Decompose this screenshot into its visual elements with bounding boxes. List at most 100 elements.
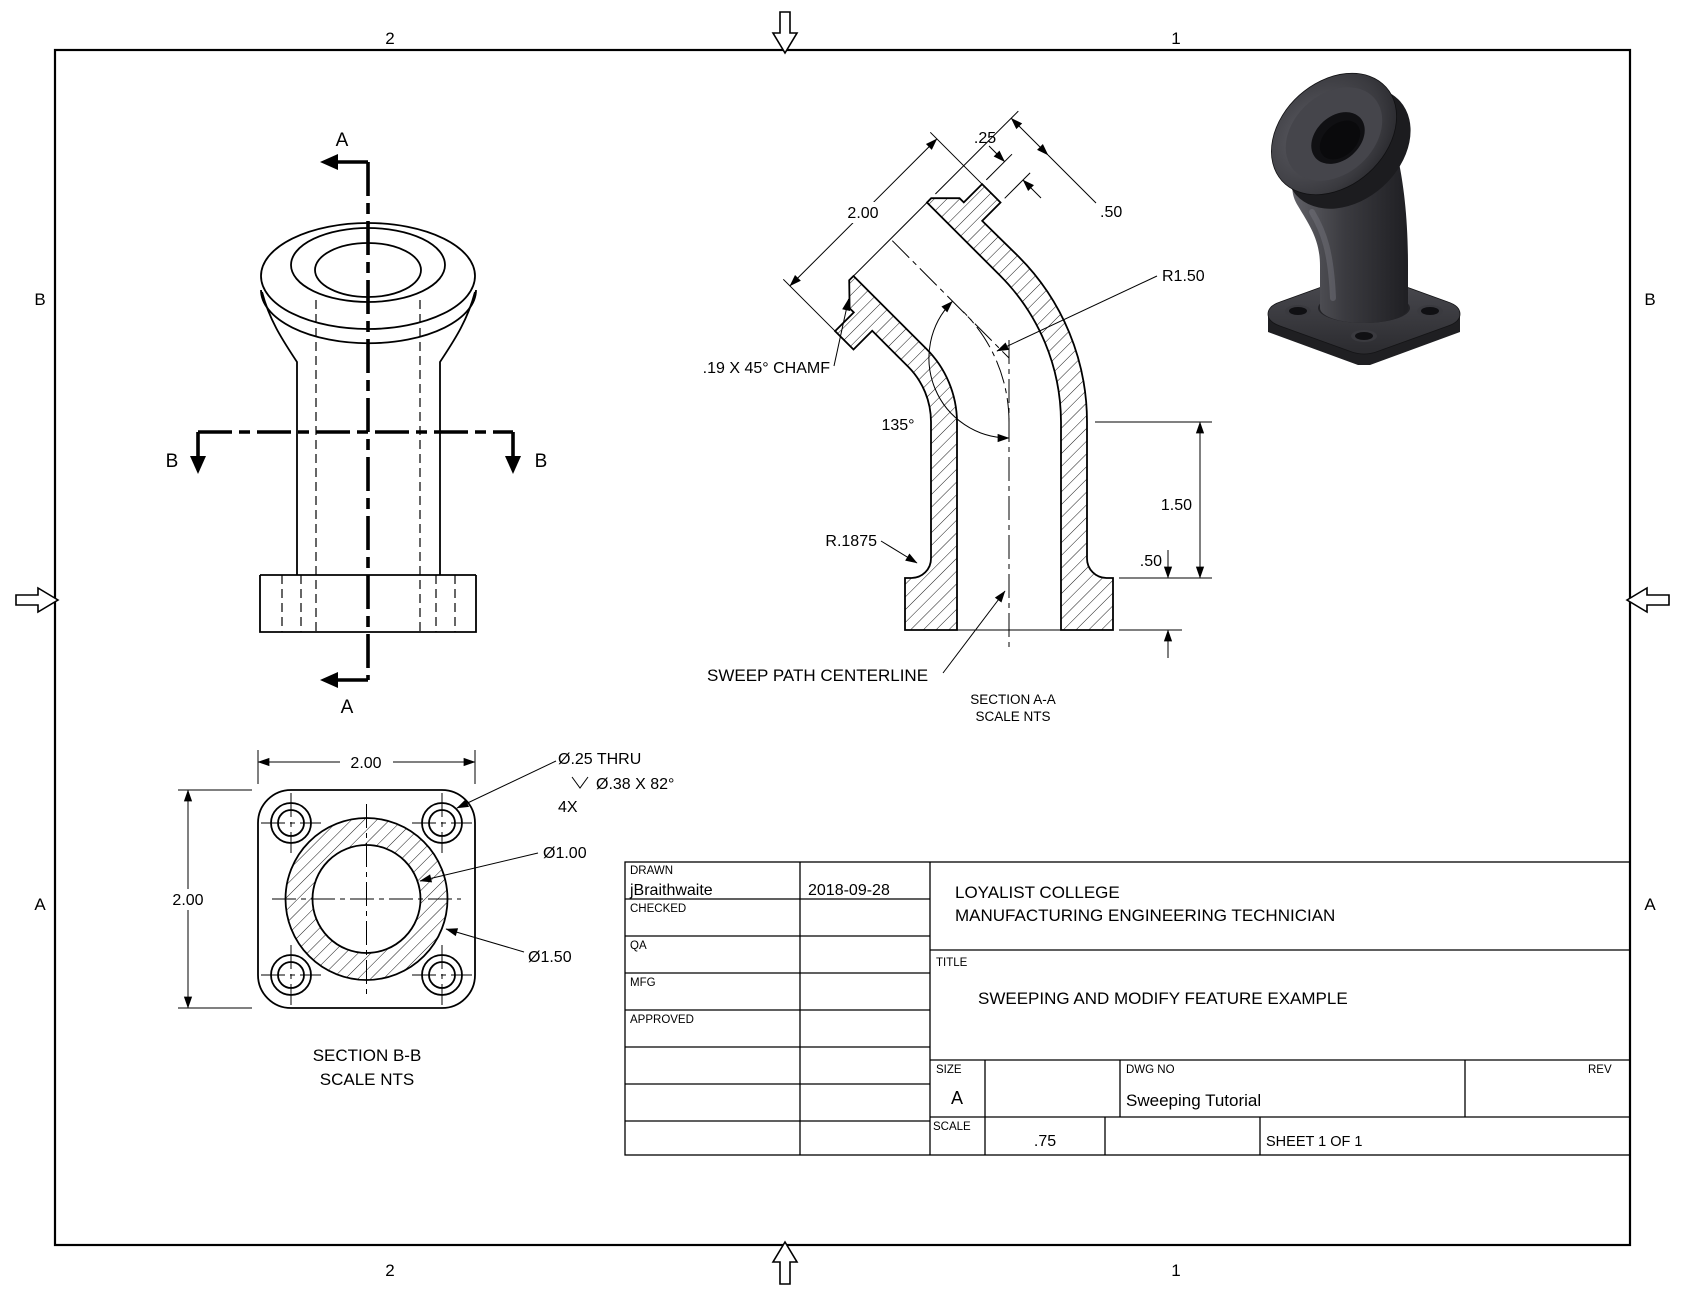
plate-hole (1351, 330, 1377, 342)
zone-top-right: 1 (1171, 29, 1180, 48)
witness-line (782, 278, 850, 346)
title-block: DRAWN jBraithwaite 2018-09-28 CHECKED QA… (624, 861, 1631, 1156)
witness-line (929, 131, 997, 199)
dwg-label: DWG NO (1126, 1064, 1175, 1076)
drawn-date: 2018-09-28 (808, 882, 890, 899)
bolt-hole (261, 945, 321, 1005)
mfg-label: MFG (630, 977, 656, 989)
zone-right-upper: B (1644, 290, 1655, 309)
body-right-edge (439, 291, 476, 575)
center-mark-top-icon (771, 11, 799, 55)
zone-top-left: 2 (385, 29, 394, 48)
scale-value: .75 (1034, 1133, 1056, 1150)
plate-side (1268, 314, 1460, 365)
zone-bottom-right: 1 (1171, 1261, 1180, 1280)
dim-flange-length: 2.00 (847, 205, 878, 222)
section-cut-right (925, 182, 1114, 631)
note-hole-thru: Ø.25 THRU (558, 751, 641, 768)
size-label: SIZE (936, 1064, 962, 1076)
dim-label-bg (837, 202, 890, 223)
dim-tube-height: 1.50 (1161, 497, 1192, 514)
flange-outline (257, 789, 476, 1009)
note-hole-qty: 4X (558, 799, 578, 816)
section-arrow-icon (320, 672, 338, 688)
checked-label: CHECKED (630, 903, 686, 915)
front-view: A A B B (166, 130, 548, 718)
company-line1: LOYALIST COLLEGE (955, 883, 1120, 902)
body-left-edge (261, 291, 298, 575)
zone-bottom-left: 2 (385, 1261, 394, 1280)
leader-line (445, 928, 525, 953)
border-rect (53, 48, 1632, 1247)
center-mark-right-icon (1625, 586, 1670, 614)
dim-label-bg (162, 889, 215, 910)
dim-tube-dia: Ø1.50 (528, 949, 572, 966)
leader-line (880, 540, 918, 564)
dim-bend-radius: R1.50 (1162, 268, 1205, 285)
leader-line (996, 275, 1158, 352)
zone-left-lower: A (34, 895, 46, 914)
dim-boss-height: .50 (1100, 204, 1122, 221)
section-arrow-icon (505, 456, 521, 474)
section-cut-left (833, 274, 958, 631)
sweep-centerline-arc (962, 311, 1010, 423)
section-bb-view: 2.00 2.00 Ø.25 THRU Ø.38 X 82° 4X Ø1.00 … (162, 750, 674, 1089)
isometric-view (1267, 72, 1461, 365)
dim-base-thickness: .50 (1140, 553, 1162, 570)
tube-wall-hatch (285, 818, 448, 980)
dim-flange-height: 2.00 (172, 892, 203, 909)
title-value: SWEEPING AND MODIFY FEATURE EXAMPLE (978, 989, 1348, 1008)
leader-line (419, 852, 539, 883)
scale-label: SCALE (933, 1121, 971, 1133)
bolt-hole (412, 793, 472, 853)
dim-flange-thickness: .25 (974, 130, 996, 147)
witness-line (1004, 172, 1031, 199)
dim-flange-width: 2.00 (350, 755, 381, 772)
center-mark-left-icon (15, 586, 60, 614)
sheet-frame: 2 1 2 1 B A B A (15, 11, 1670, 1285)
dim-line (1022, 179, 1042, 199)
note-sweep-path: SWEEP PATH CENTERLINE (707, 666, 928, 685)
company-line2: MANUFACTURING ENGINEERING TECHNICIAN (955, 906, 1335, 925)
dim-label-bg (872, 413, 924, 434)
plate-hole (1417, 305, 1443, 317)
section-b-label-left: B (166, 451, 179, 472)
caption-scale-aa: SCALE NTS (975, 709, 1050, 724)
section-aa-view: 2.00 .25 .50 R1.50 135° .19 X 45° CHAMF … (703, 110, 1212, 724)
qa-label: QA (630, 940, 647, 952)
zone-right-lower: A (1644, 895, 1656, 914)
leader-line (942, 590, 1006, 674)
approved-label: APPROVED (630, 1014, 694, 1026)
leader-line (456, 760, 557, 809)
drawn-value: jBraithwaite (629, 882, 713, 899)
bolt-hole (412, 945, 472, 1005)
section-a-label-top: A (336, 130, 349, 151)
section-a-label-bottom: A (341, 697, 354, 718)
dwg-value: Sweeping Tutorial (1126, 1091, 1261, 1110)
note-hole-csk: Ø.38 X 82° (596, 776, 674, 793)
section-b-label-right: B (535, 451, 548, 472)
tube-highlight (1309, 209, 1336, 301)
zone-left-upper: B (34, 290, 45, 309)
witness-line (985, 153, 1013, 181)
dim-fillet-radius: R.1875 (825, 533, 877, 550)
plate-hole (1285, 305, 1311, 317)
caption-section-aa: SECTION A-A (970, 692, 1056, 707)
dim-label-bg (340, 752, 393, 773)
dim-line (1010, 117, 1049, 156)
bolt-hole (261, 793, 321, 853)
dim-line-extension (1047, 154, 1097, 204)
size-value: A (951, 1088, 963, 1108)
center-mark-bottom-icon (771, 1240, 799, 1285)
dim-line (988, 145, 1005, 162)
sheet-label: SHEET 1 OF 1 (1266, 1134, 1362, 1150)
witness-line (935, 110, 1019, 195)
note-chamfer: .19 X 45° CHAMF (703, 360, 831, 377)
dim-bore-dia: Ø1.00 (543, 845, 587, 862)
section-arrow-icon (190, 456, 206, 474)
dim-bend-angle: 135° (881, 417, 914, 434)
title-label: TITLE (936, 957, 968, 969)
leader-line (833, 298, 851, 367)
rev-label: REV (1588, 1064, 1612, 1076)
